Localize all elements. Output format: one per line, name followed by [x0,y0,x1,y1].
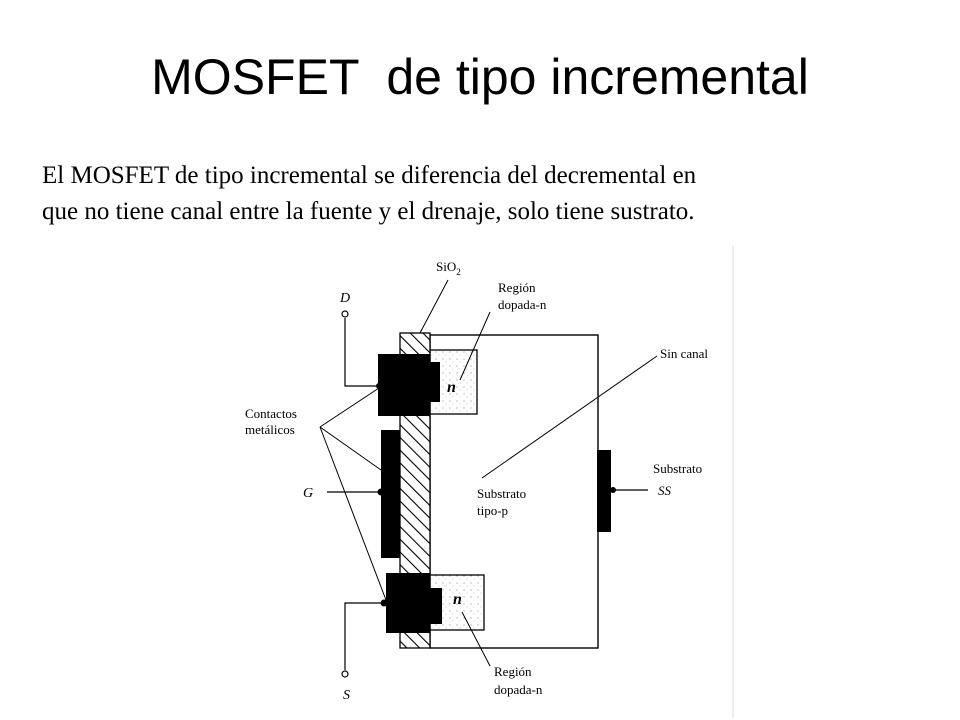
contacts-pointer-drain [319,387,380,428]
substrate-terminal-label: Substrato [653,461,702,476]
drain-terminal-icon [341,310,349,318]
metal-contacts-label-line2: metálicos [245,422,295,437]
oxide-label: SiO2 [436,259,461,277]
substrate-node-icon [610,487,616,493]
source-terminal-icon [341,670,349,678]
drain-node-icon [376,383,382,389]
source-contact [386,573,430,633]
contacts-pointer-gate [319,426,382,471]
source-terminal-label: S [343,688,350,703]
n-region-bottom-label-line2: dopada-n [494,682,543,697]
body-line-2: que no tiene canal entre la fuente y el … [42,198,695,225]
drain-contact-inner [430,362,440,402]
substrate-type-label-line2: tipo-p [477,503,508,518]
n-region-top-label-line1: Región [498,280,536,295]
substrate-type-label-line1: Substrato [477,486,526,501]
gate-terminal-label: G [303,486,313,501]
no-channel-pointer [481,355,658,479]
gate-node-icon [377,488,385,496]
n-top-pointer [459,311,491,381]
source-node-icon [380,599,388,607]
n-region-bottom-label-line1: Región [494,664,532,679]
n-region-top-label-line2: dopada-n [498,297,547,312]
drain-contact [378,354,430,416]
no-channel-label: Sin canal [660,346,708,361]
substrate-contact [597,450,611,532]
source-lead [344,602,384,670]
source-contact-inner [430,588,442,624]
slide-title: MOSFET de tipo incremental [151,49,809,105]
metal-contacts-label-line1: Contactos [245,406,297,421]
drain-terminal-label: D [339,291,350,306]
contacts-pointer-source [319,426,387,601]
oxide-pointer [419,279,449,334]
n-mark-bottom: n [453,591,462,608]
n-bottom-pointer [461,611,491,667]
slide-body-text: El MOSFET de tipo incremental se diferen… [42,158,932,230]
gate-contact [381,430,400,558]
n-mark-top: n [447,379,456,396]
substrate-terminal-symbol: SS [658,483,672,498]
body-line-1: El MOSFET de tipo incremental se diferen… [42,162,697,189]
drain-lead [344,318,379,387]
